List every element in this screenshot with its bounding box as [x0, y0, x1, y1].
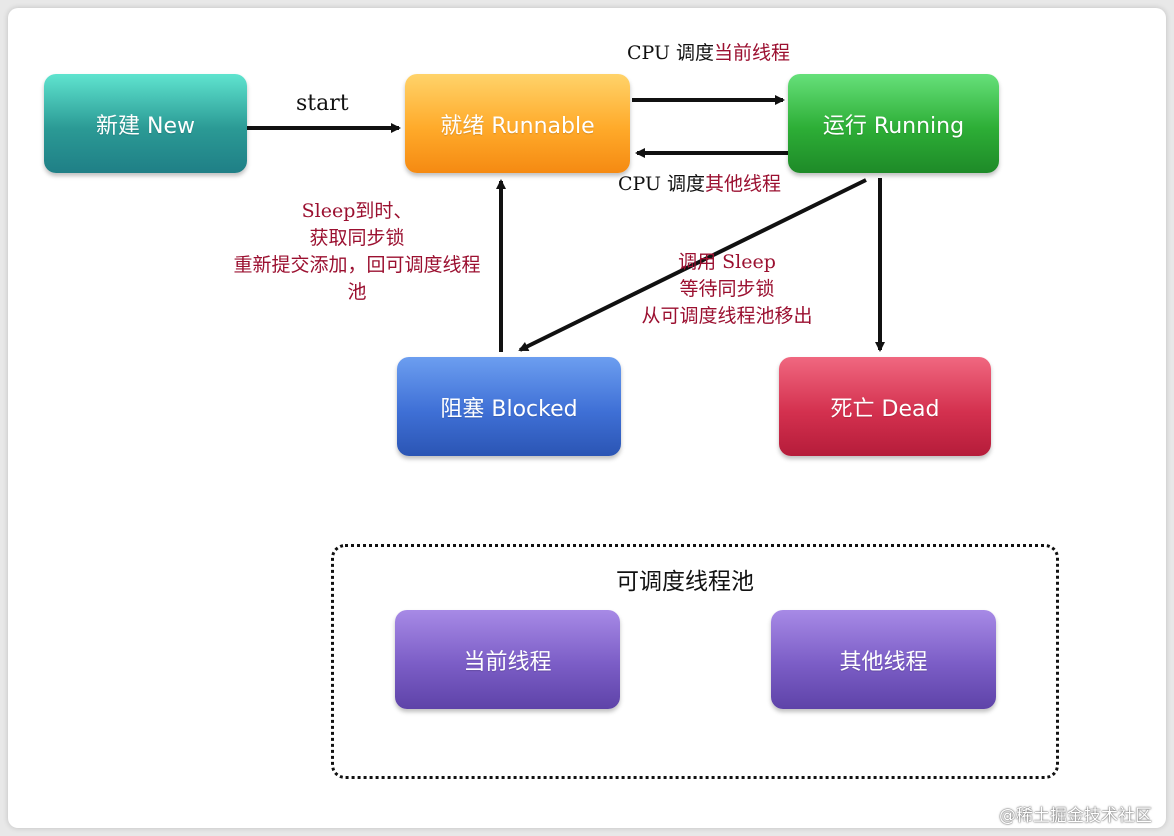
- label-schedule-current-highlight: 当前线程: [714, 42, 791, 64]
- watermark: @稀土掘金技术社区: [999, 806, 1152, 826]
- schedulable-pool-frame: [331, 544, 1059, 779]
- pool-current-thread-label: 当前线程: [463, 649, 552, 675]
- arrow-running-to-blocked: [518, 178, 867, 352]
- label-wake-line-1: Sleep到时、: [301, 200, 413, 222]
- state-running-label: 运行 Running: [822, 113, 965, 139]
- label-schedule-other-highlight: 其他线程: [705, 173, 782, 195]
- state-dead: 死亡 Dead: [779, 357, 991, 456]
- pool-other-thread: 其他线程: [771, 610, 996, 709]
- pool-current-thread: 当前线程: [395, 610, 620, 709]
- pool-other-thread-label: 其他线程: [839, 649, 928, 675]
- state-runnable-label: 就绪 Runnable: [440, 113, 595, 139]
- label-schedule-other-prefix: CPU 调度: [618, 173, 706, 195]
- label-wake-line-3: 重新提交添加，回可调度线程池: [233, 254, 481, 303]
- label-block-conditions: 调用 Sleep 等待同步锁 从可调度线程池移出: [622, 249, 832, 330]
- label-sleep-line-1: 调用 Sleep: [678, 251, 776, 273]
- state-runnable: 就绪 Runnable: [405, 74, 630, 173]
- state-new: 新建 New: [44, 74, 247, 173]
- label-schedule-current: CPU 调度当前线程: [627, 40, 790, 67]
- label-wake-conditions: Sleep到时、 获取同步锁 重新提交添加，回可调度线程池: [226, 198, 488, 306]
- label-sleep-line-2: 等待同步锁: [679, 278, 775, 300]
- label-schedule-current-prefix: CPU 调度: [627, 42, 715, 64]
- label-sleep-line-3: 从可调度线程池移出: [641, 305, 813, 327]
- state-blocked-label: 阻塞 Blocked: [440, 396, 578, 422]
- label-schedule-other: CPU 调度其他线程: [618, 171, 781, 198]
- state-blocked: 阻塞 Blocked: [397, 357, 621, 456]
- state-new-label: 新建 New: [96, 113, 195, 139]
- schedulable-pool-title: 可调度线程池: [616, 569, 754, 595]
- state-dead-label: 死亡 Dead: [830, 396, 940, 422]
- state-running: 运行 Running: [788, 74, 999, 173]
- label-start: start: [296, 91, 349, 116]
- label-wake-line-2: 获取同步锁: [309, 227, 405, 249]
